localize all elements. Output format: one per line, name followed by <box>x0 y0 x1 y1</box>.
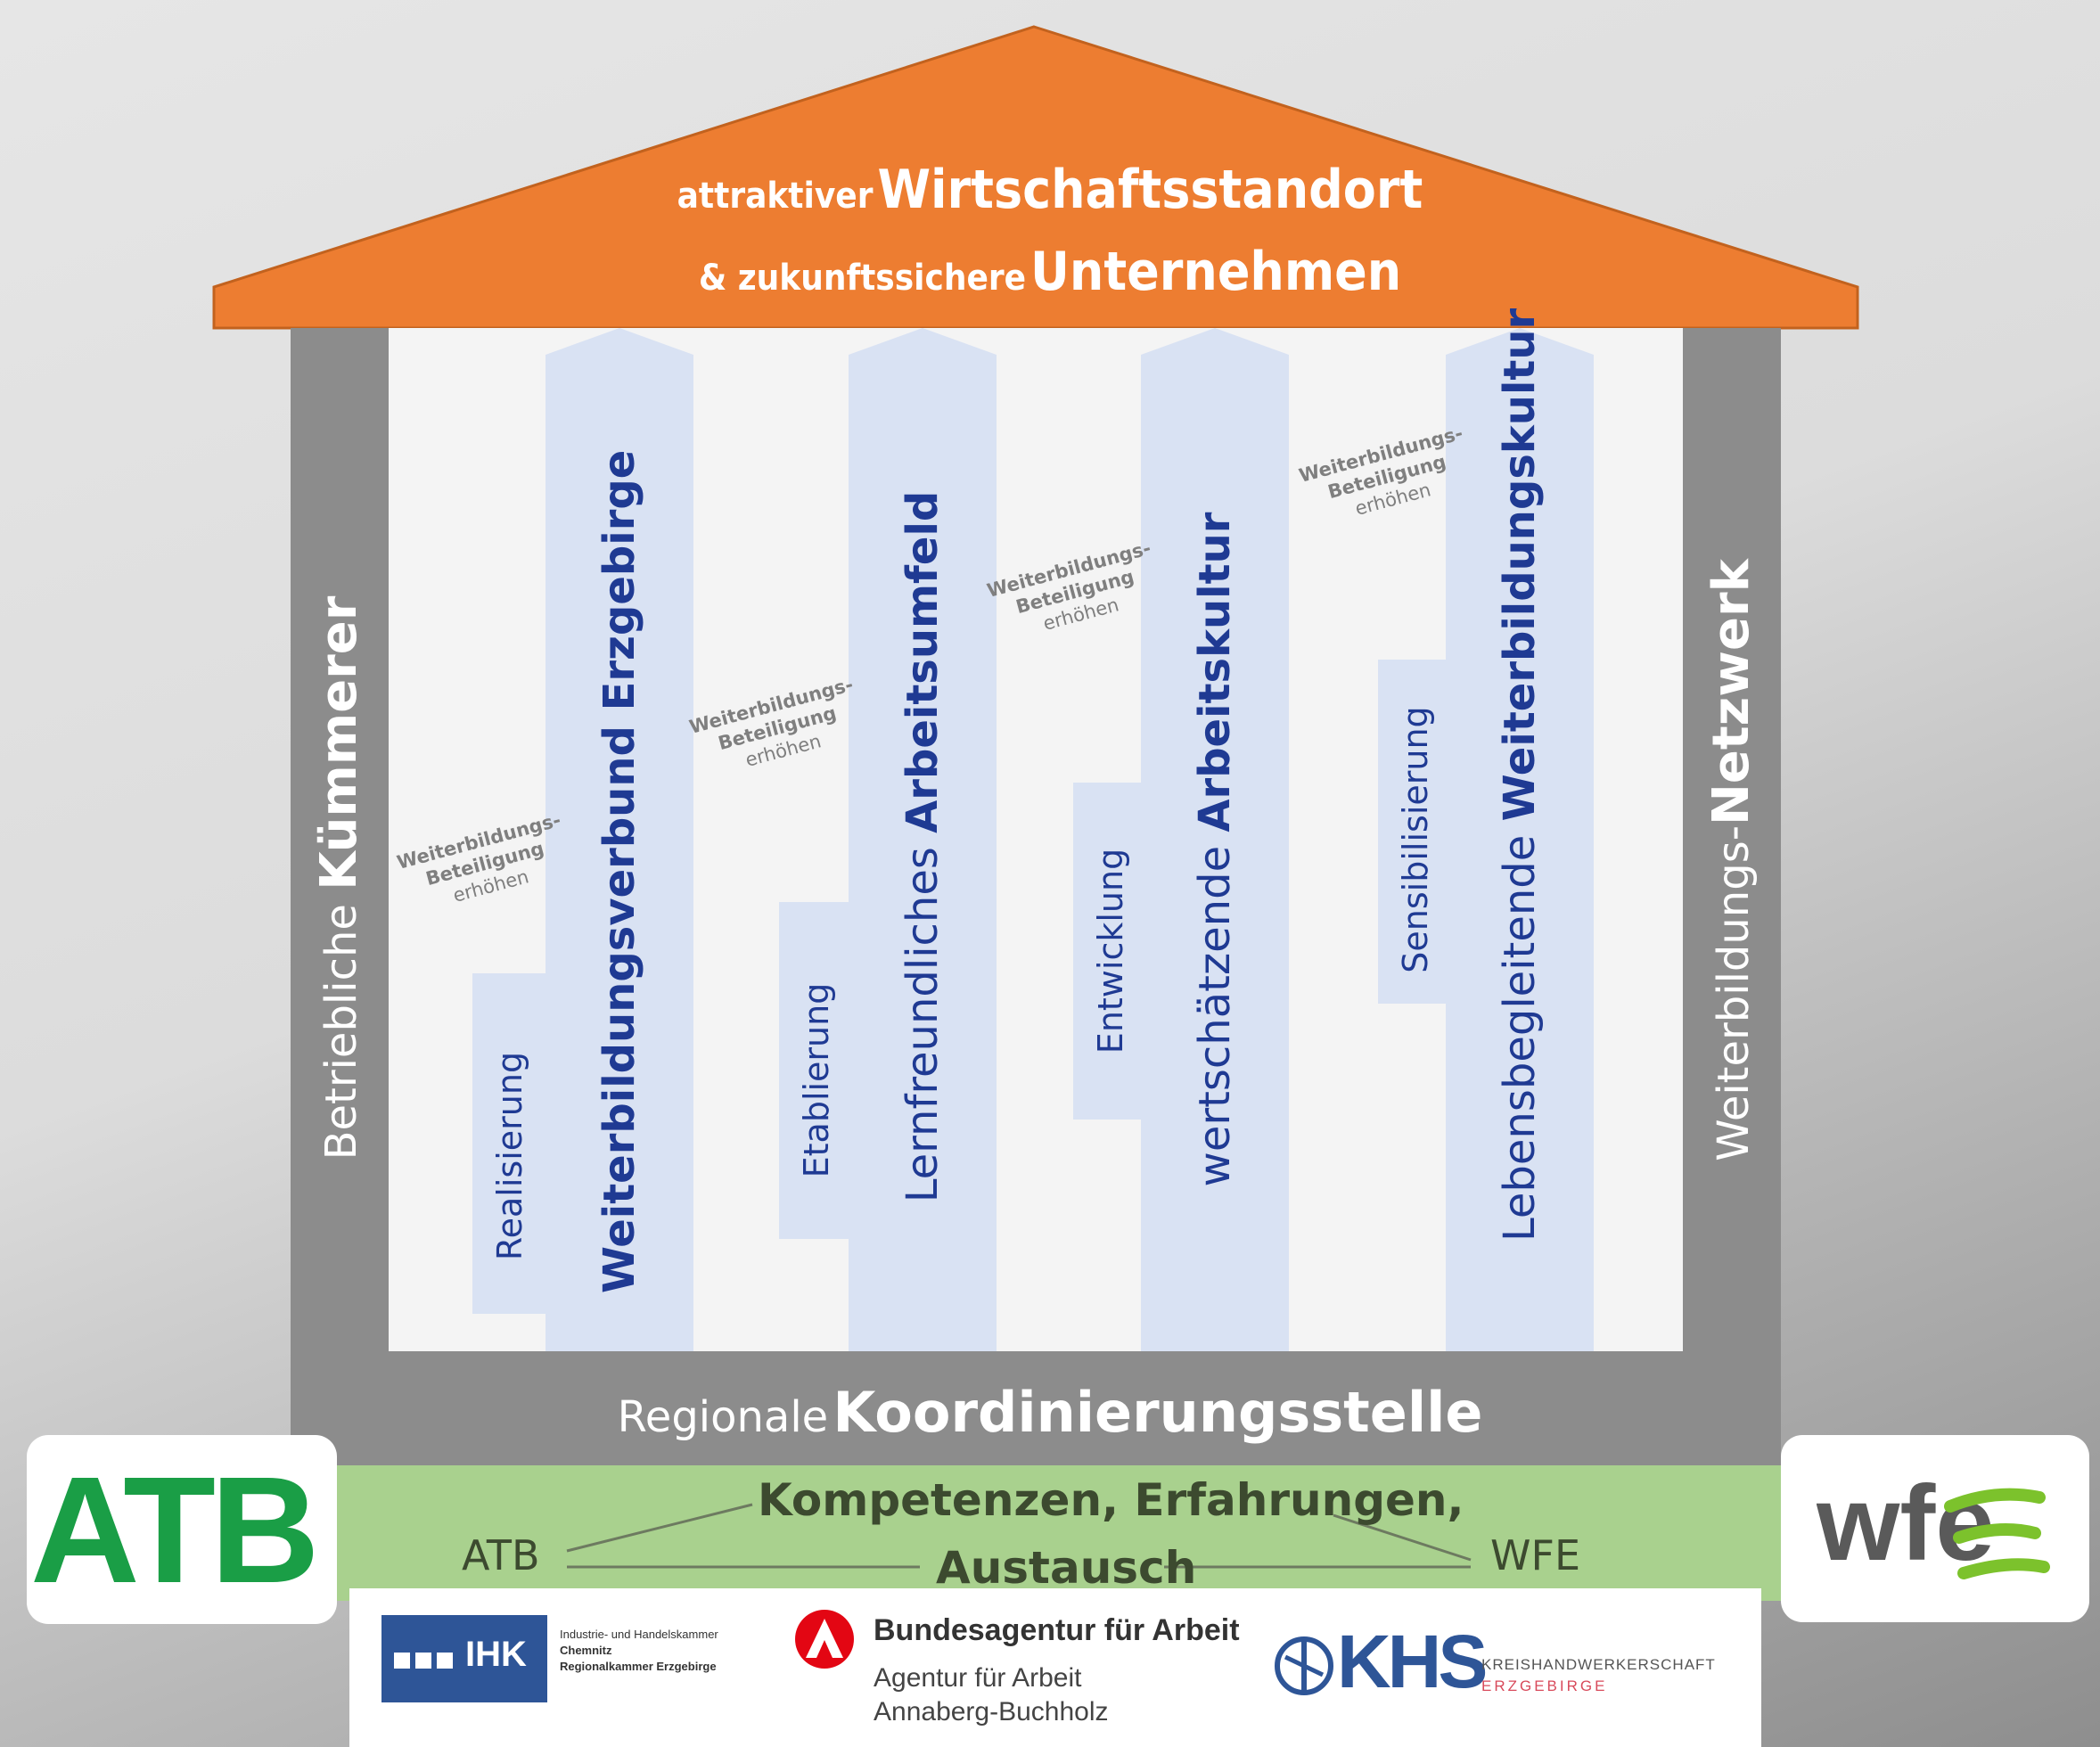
left-wall <box>291 328 389 1465</box>
roof-line2-small: & zukunftssichere <box>698 258 1027 299</box>
ihk-line3: Regionalkammer Erzgebirge <box>560 1660 717 1673</box>
roof-line1-small: attraktiver <box>677 176 874 217</box>
ba-line3: Annaberg-Buchholz <box>874 1697 1109 1726</box>
ihk-logo: IHK <box>381 1615 547 1702</box>
pillar-4-tab <box>1378 660 1453 1004</box>
atb-logo-card: ATB <box>27 1435 337 1624</box>
svg-text:wfe: wfe <box>1817 1471 1995 1583</box>
exchange-top: Kompetenzen, Erfahrungen, <box>758 1474 1464 1526</box>
khs-logo: KHS <box>1337 1620 1488 1703</box>
exchange-bottom: Austausch <box>936 1542 1197 1594</box>
roof-line1-large: Wirtschaftsstandort <box>877 159 1423 221</box>
pillar-3-arrow <box>1141 328 1289 1351</box>
base-label: Regionale Koordinierungsstelle <box>0 1380 2100 1445</box>
partner-logos: IHK Industrie- und Handelskammer Chemnit… <box>349 1588 1761 1747</box>
pillar-1-tab <box>472 973 547 1314</box>
pillar-4-arrow <box>1446 328 1594 1351</box>
exchange-band <box>291 1465 1781 1601</box>
ba-logo-icon <box>795 1610 854 1669</box>
exchange-right: WFE <box>1490 1531 1581 1579</box>
pillar-3-tab <box>1073 783 1148 1120</box>
khs-emblem-icon <box>1275 1636 1333 1695</box>
atb-logo: ATB <box>30 1446 320 1615</box>
pillar-1-arrow <box>546 328 693 1351</box>
ihk-line2: Chemnitz <box>560 1644 612 1657</box>
ba-line1: Bundesagentur für Arbeit <box>874 1613 1240 1647</box>
pillar-2-arrow <box>849 328 997 1351</box>
pillar-2-tab <box>779 902 854 1239</box>
base-normal: Regionale <box>617 1392 829 1442</box>
roof-line2-large: Unternehmen <box>1030 241 1402 303</box>
exchange-left: ATB <box>462 1531 540 1579</box>
roof-title-line1: attraktiver Wirtschaftsstandort <box>0 159 2100 221</box>
foundation-wall <box>291 1351 1781 1465</box>
khs-line1: KREISHANDWERKERSCHAFT <box>1481 1656 1716 1673</box>
roof-title-line2: & zukunftssichere Unternehmen <box>0 241 2100 303</box>
ihk-line1: Industrie- und Handelskammer <box>560 1628 718 1641</box>
ba-line2: Agentur für Arbeit <box>874 1663 1082 1693</box>
wfe-logo-icon: wfe <box>1817 1471 2050 1583</box>
wfe-logo-card: wfe <box>1781 1435 2089 1622</box>
khs-line2: ERZGEBIRGE <box>1481 1677 1608 1694</box>
right-wall <box>1683 328 1781 1465</box>
base-bold: Koordinierungsstelle <box>833 1380 1483 1445</box>
